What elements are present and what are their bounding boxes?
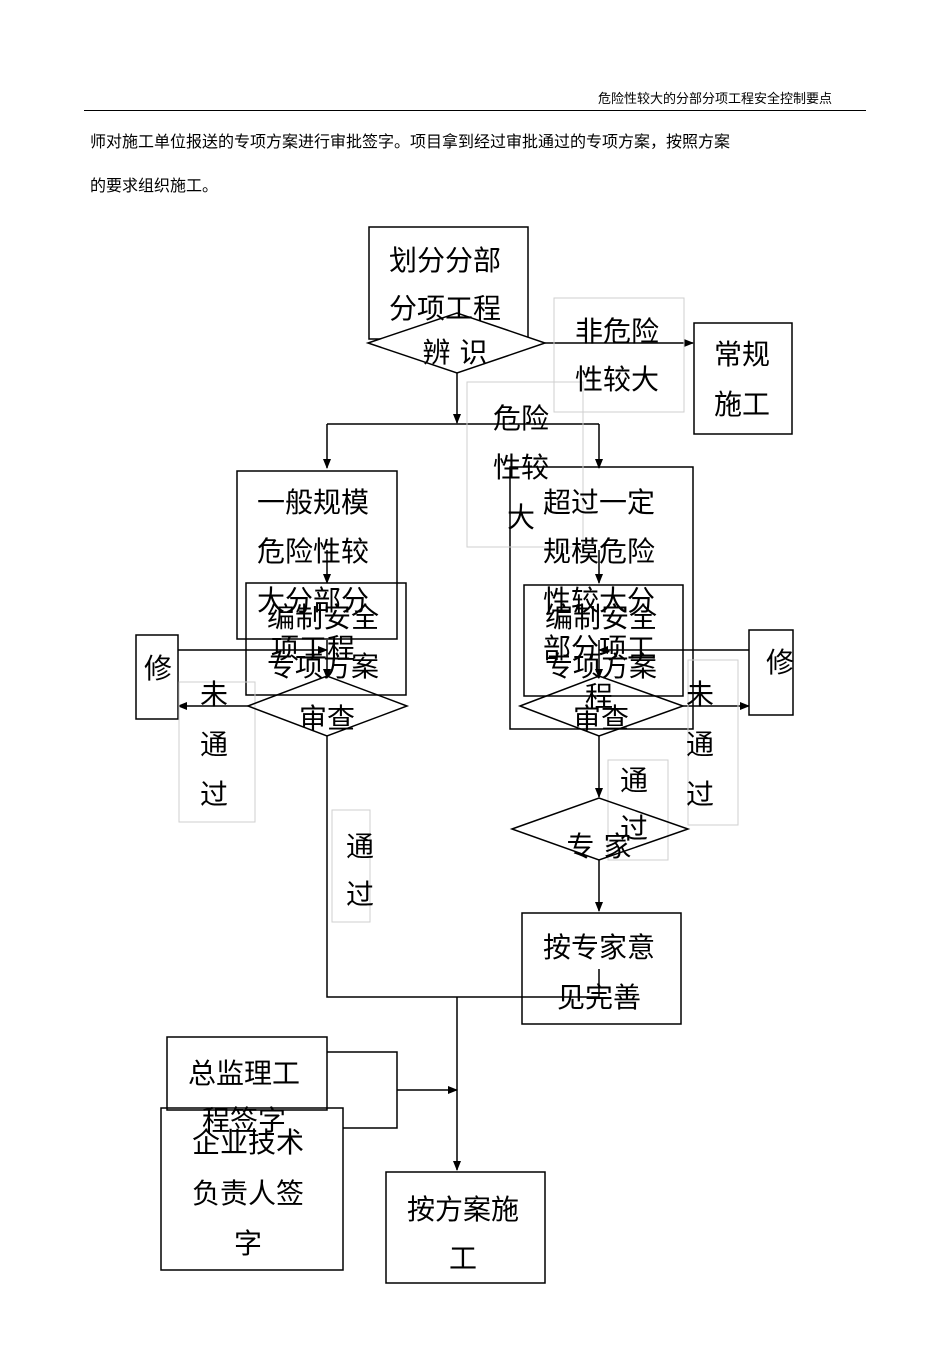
paragraph-line-1: 师对施工单位报送的专项方案进行审批签字。项目拿到经过审批通过的专项方案，按照方案 [90, 132, 731, 151]
diamond-expert [509, 797, 691, 861]
box-prepare-left [245, 582, 407, 696]
text-normal-1: 常规 [714, 338, 770, 371]
text-prepare-left-1: 编制安全 [267, 601, 379, 634]
box-revise-right [748, 629, 794, 716]
box-over-scale [509, 466, 694, 730]
text-not-pass-right-1: 未 [686, 678, 714, 711]
connector-lines [177, 339, 750, 1171]
text-over-5: 程 [585, 680, 613, 713]
text-review-left: 审查 [299, 702, 355, 735]
text-pass-left-1: 通 [346, 830, 374, 863]
label-box-pass-right [607, 759, 669, 861]
text-hazard-2: 性较 [493, 451, 549, 484]
line-pass-merge [326, 736, 600, 998]
box-general-scale [236, 470, 398, 640]
text-not-pass-left-3: 过 [200, 778, 228, 811]
text-tech-sign-3: 字 [234, 1227, 262, 1260]
text-construct-2: 工 [449, 1242, 477, 1275]
label-box-not-pass-left [178, 681, 256, 823]
page-header-title: 危险性较大的分部分项工程安全控制要点 [597, 92, 832, 107]
paragraph-line-2: 的要求组织施工。 [90, 176, 219, 195]
text-prepare-left-2: 专项方案 [267, 650, 379, 683]
text-not-pass-left-1: 未 [200, 678, 228, 711]
label-box-pass-left [331, 809, 371, 923]
text-over-2: 规模危险 [543, 535, 655, 568]
diamond-review-right [517, 675, 686, 737]
text-chief-sign-1: 总监理工 [188, 1057, 300, 1090]
text-revise-right: 修 [766, 646, 794, 679]
header-rule [84, 110, 866, 111]
diamond-identify [365, 312, 548, 374]
label-box-hazard [466, 381, 584, 548]
text-divide-2: 分项工程 [389, 292, 501, 325]
box-revise-left [135, 634, 179, 720]
label-box-non-hazard [553, 297, 685, 413]
sign-bracket [327, 1051, 398, 1129]
text-chief-sign-2: 程签字 [202, 1104, 286, 1137]
text-over-4: 部分项工 [543, 632, 655, 665]
text-pass-right-2: 过 [620, 812, 648, 845]
text-tech-sign-1: 企业技术 [192, 1126, 304, 1159]
text-non-hazard-1: 非危险 [575, 315, 659, 348]
text-over-3: 性较大分 [543, 584, 655, 617]
text-improve-2: 见完善 [557, 981, 641, 1014]
text-expert: 专 家 [567, 830, 632, 863]
text-pass-right-1: 通 [620, 764, 648, 797]
text-hazard-1: 危险 [493, 402, 549, 435]
text-tech-sign-2: 负责人签 [192, 1177, 304, 1210]
text-construct-1: 按方案施 [407, 1193, 519, 1226]
text-identify: 辨 识 [423, 336, 488, 369]
text-not-pass-right-2: 通 [686, 728, 714, 761]
box-chief-sign [166, 1036, 328, 1111]
box-improve [521, 912, 682, 1025]
text-hazard-3: 大 [507, 501, 535, 534]
diamond-review-left [245, 675, 410, 737]
box-normal-construction [693, 322, 793, 435]
text-general-2: 危险性较 [257, 535, 369, 568]
text-prepare-right-1: 编制安全 [545, 601, 657, 634]
box-tech-sign [160, 1107, 344, 1271]
label-box-not-pass-right [687, 659, 739, 826]
text-non-hazard-2: 性较大 [575, 363, 659, 396]
text-divide-1: 划分分部 [389, 244, 501, 277]
text-review-right: 审查 [573, 702, 629, 735]
text-pass-left-2: 过 [346, 878, 374, 911]
text-general-4: 项工程 [271, 632, 355, 665]
text-improve-1: 按专家意 [543, 931, 655, 964]
box-prepare-right [523, 584, 684, 697]
text-not-pass-right-3: 过 [686, 778, 714, 811]
text-general-1: 一般规模 [257, 486, 369, 519]
text-prepare-right-2: 专项方案 [545, 650, 657, 683]
box-construct [385, 1171, 546, 1284]
text-normal-2: 施工 [714, 388, 770, 421]
text-general-3: 大分部分 [257, 584, 369, 617]
text-not-pass-left-2: 通 [200, 728, 228, 761]
text-over-1: 超过一定 [543, 486, 655, 519]
text-revise-left: 修 [144, 652, 172, 685]
